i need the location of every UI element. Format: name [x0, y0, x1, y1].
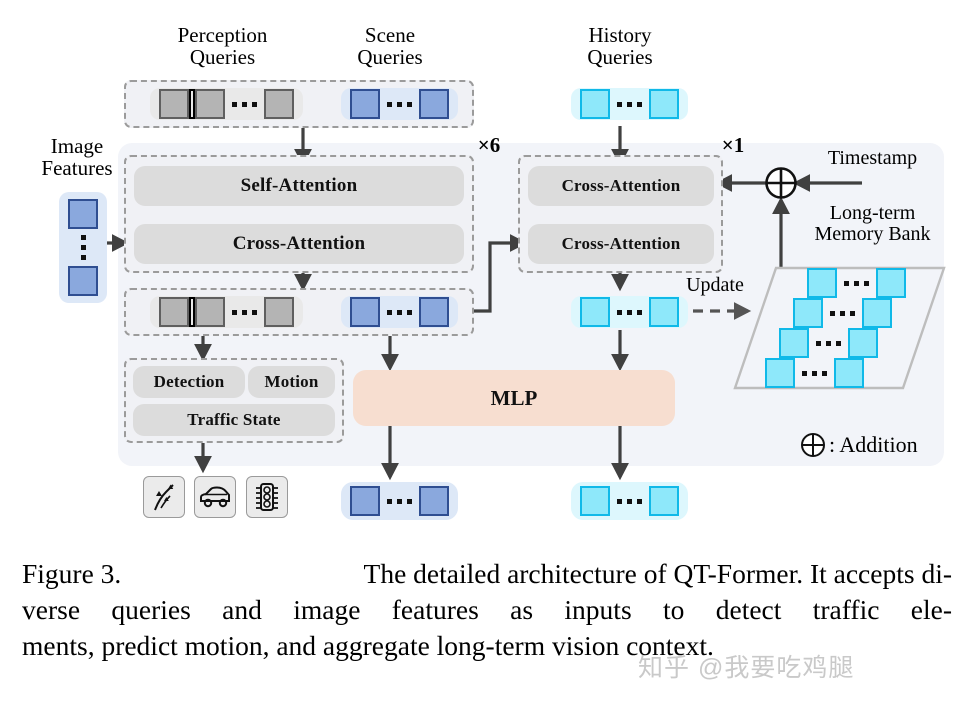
ellipsis-dots-vertical: [80, 235, 86, 260]
ellipsis-dots: [802, 370, 827, 376]
legend-addition-label: : Addition: [829, 432, 918, 458]
car-icon: [200, 486, 230, 508]
self-attention-block[interactable]: Self-Attention: [134, 166, 464, 206]
token-gap: [189, 297, 195, 327]
image-feature-token: [68, 266, 98, 296]
query-token: [159, 89, 189, 119]
watermark: 知乎 @我要吃鸡腿: [638, 654, 855, 682]
query-token: [264, 297, 294, 327]
perception-queries-tokens[interactable]: [150, 88, 303, 120]
memory-row: [779, 328, 878, 358]
history-output-tokens[interactable]: [571, 296, 688, 328]
memory-token: [834, 358, 864, 388]
query-token: [419, 297, 449, 327]
addition-symbol-diagram: [765, 167, 797, 199]
query-token: [580, 297, 610, 327]
query-token: [350, 89, 380, 119]
repeat-right-label: ×1: [721, 133, 745, 157]
query-token: [419, 89, 449, 119]
memory-row: [793, 298, 892, 328]
mlp-block[interactable]: MLP: [353, 370, 675, 426]
query-token: [350, 297, 380, 327]
mlp-history-output-tokens[interactable]: [571, 482, 688, 520]
motion-head[interactable]: Motion: [248, 366, 335, 398]
legend-addition: : Addition: [800, 432, 918, 458]
mlp-scene-output-tokens[interactable]: [341, 482, 458, 520]
query-token: [195, 89, 225, 119]
scene-queries-tokens[interactable]: [341, 88, 458, 120]
update-label: Update: [686, 274, 744, 296]
ellipsis-dots: [816, 340, 841, 346]
caption-line2: verse queries and image features as inpu…: [22, 593, 952, 625]
caption-line1-left: Figure 3.: [22, 558, 122, 589]
memory-token: [876, 268, 906, 298]
traffic-state-head[interactable]: Traffic State: [133, 404, 335, 436]
cross-attention-block-3[interactable]: Cross-Attention: [528, 224, 714, 264]
car-icon-tile[interactable]: [194, 476, 236, 518]
query-token: [195, 297, 225, 327]
traffic-light-icon: [256, 483, 278, 511]
lane-marking-icon-tile[interactable]: [143, 476, 185, 518]
token-gap: [189, 89, 195, 119]
memory-token: [779, 328, 809, 358]
image-features-stack[interactable]: [59, 192, 107, 303]
query-token: [264, 89, 294, 119]
ellipsis-dots: [387, 309, 412, 315]
query-token: [159, 297, 189, 327]
cross-attention-block-1[interactable]: Cross-Attention: [134, 224, 464, 264]
memory-token: [848, 328, 878, 358]
ellipsis-dots: [232, 101, 257, 107]
detection-head[interactable]: Detection: [133, 366, 245, 398]
memory-row: [807, 268, 906, 298]
caption-line1-right: The detailed architecture of QT-Former. …: [363, 558, 952, 589]
ellipsis-dots: [830, 310, 855, 316]
memory-token: [862, 298, 892, 328]
traffic-light-icon-tile[interactable]: [246, 476, 288, 518]
scene-output-tokens[interactable]: [341, 296, 458, 328]
query-token: [649, 297, 679, 327]
lane-marking-icon: [154, 484, 174, 511]
cross-attention-block-2[interactable]: Cross-Attention: [528, 166, 714, 206]
ellipsis-dots: [844, 280, 869, 286]
ellipsis-dots: [232, 309, 257, 315]
memory-token: [807, 268, 837, 298]
output-token: [419, 486, 449, 516]
figure-caption: Figure 3. The detailed architecture of Q…: [22, 556, 952, 663]
image-feature-token: [68, 199, 98, 229]
ellipsis-dots: [617, 101, 642, 107]
ellipsis-dots: [387, 498, 412, 504]
ellipsis-dots: [617, 309, 642, 315]
output-token: [350, 486, 380, 516]
addition-icon: [801, 433, 825, 457]
perception-output-tokens[interactable]: [150, 296, 303, 328]
timestamp-label: Timestamp: [827, 147, 918, 169]
ellipsis-dots: [387, 101, 412, 107]
history-queries-tokens[interactable]: [571, 88, 688, 120]
query-token: [580, 89, 610, 119]
query-token: [649, 89, 679, 119]
output-token: [649, 486, 679, 516]
memory-bank-tokens[interactable]: [735, 268, 945, 390]
memory-token: [793, 298, 823, 328]
repeat-left-label: ×6: [477, 133, 501, 157]
memory-row: [765, 358, 864, 388]
output-token: [580, 486, 610, 516]
caption-line3: ments, predict motion, and aggregate lon…: [22, 629, 714, 661]
ellipsis-dots: [617, 498, 642, 504]
memory-token: [765, 358, 795, 388]
